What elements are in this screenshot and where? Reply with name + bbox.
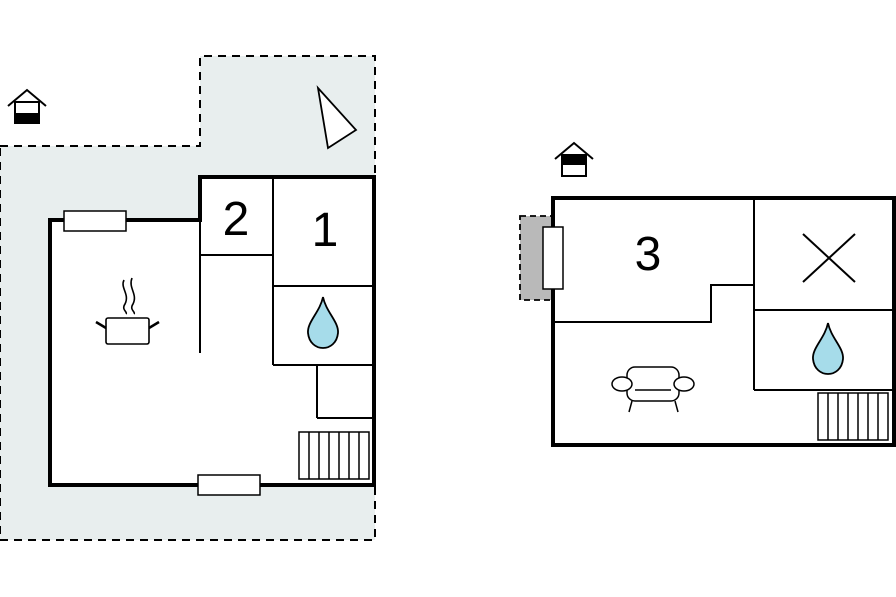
staircase-icon	[817, 392, 889, 441]
window	[197, 474, 261, 496]
ground-floor: 2 1	[0, 55, 376, 541]
water-drop-icon	[307, 296, 339, 349]
staircase-icon	[298, 431, 370, 480]
north-arrow-icon	[316, 85, 358, 150]
interior-walls	[553, 198, 894, 391]
window	[542, 226, 564, 290]
upper-floor: 3	[519, 141, 896, 447]
house-entrance-icon	[554, 141, 594, 177]
room-number-3: 3	[635, 228, 662, 281]
room-number-1: 1	[312, 204, 339, 257]
building-interior	[50, 177, 374, 485]
interior-walls	[199, 177, 374, 419]
window	[63, 210, 127, 232]
house-entrance-icon	[7, 88, 47, 124]
sofa-icon	[611, 366, 695, 413]
cooking-pot-icon	[95, 277, 160, 345]
cross-icon	[802, 233, 856, 283]
water-drop-icon	[812, 322, 844, 375]
room-number-2: 2	[223, 193, 250, 246]
